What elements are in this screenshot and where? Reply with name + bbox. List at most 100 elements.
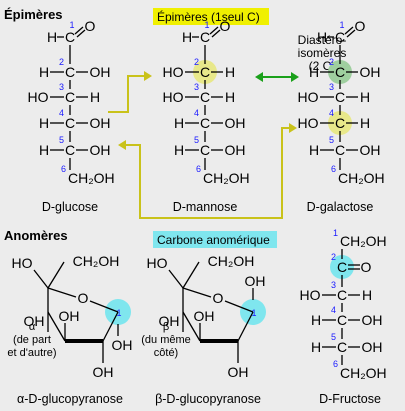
highlight-c4 xyxy=(328,111,352,135)
num-c1: 1 xyxy=(339,20,344,30)
bond-c3-c4 xyxy=(47,311,66,342)
bond-c5-o xyxy=(182,287,212,298)
num-c1: 1 xyxy=(204,20,209,30)
atom-h-c2: H xyxy=(39,64,49,80)
header-anomeres: Anomères xyxy=(4,228,68,243)
atom-ring-o: O xyxy=(78,290,89,306)
header-diastereo-2: isomères xyxy=(298,46,347,60)
note-alpha-1: α xyxy=(29,321,36,333)
num-c1: 1 xyxy=(333,228,338,238)
bond-c1-c2 xyxy=(237,311,254,342)
num-c4: 4 xyxy=(331,305,336,315)
relation-arrows xyxy=(108,71,299,219)
num-c3: 3 xyxy=(329,82,334,92)
highlight-c2 xyxy=(193,60,217,84)
atom-c4: C xyxy=(337,312,347,328)
atom-oh-c4: OH xyxy=(90,115,111,131)
atom-c4: C xyxy=(335,115,345,131)
atom-ch2oh: CH₂OH xyxy=(208,253,255,269)
atom-ring-o: O xyxy=(213,290,224,306)
header-diastereo-1: Diastéro- xyxy=(298,33,347,47)
atom-oh-c5: OH xyxy=(362,339,383,355)
atom-c2: C xyxy=(65,64,75,80)
header-epimeres-1c: Épimères (1seul C) xyxy=(157,9,260,24)
arrow-glucose-galactose xyxy=(126,127,290,219)
atom-ch2oh-c1: CH₂OH xyxy=(340,233,387,249)
atom-h-c3: H xyxy=(360,89,370,105)
arrowhead-mannose xyxy=(144,71,152,81)
label-d-fructose: D-Fructose xyxy=(319,392,381,406)
arrowhead-diastereo-right xyxy=(291,72,299,82)
atom-h-c2: H xyxy=(225,64,235,80)
label-d-galactose: D-galactose xyxy=(307,200,374,214)
note-beta-2: (du même xyxy=(141,334,191,346)
atom-h-c5: H xyxy=(39,142,49,158)
atom-ho-c5: HO xyxy=(147,255,168,271)
bond-o-c1 xyxy=(224,300,254,313)
num-c4: 4 xyxy=(329,108,334,118)
bond-c1-c2 xyxy=(102,311,119,342)
num-c5: 5 xyxy=(194,135,199,145)
atom-h-c5: H xyxy=(309,142,319,158)
atom-c2: C xyxy=(335,64,345,80)
label-d-mannose: D-mannose xyxy=(173,200,238,214)
note-alpha-2: (de part xyxy=(13,334,51,346)
atom-ch2oh: CH₂OH xyxy=(73,253,120,269)
atom-c2: C xyxy=(337,259,347,275)
atom-c1: C xyxy=(65,29,75,45)
note-alpha-3: et d'autre) xyxy=(7,347,56,359)
bond-c1-o-b xyxy=(211,29,221,38)
atom-o1: O xyxy=(220,18,231,34)
highlight-c2 xyxy=(328,60,352,84)
atom-oh-c5: OH xyxy=(225,142,246,158)
atom-c5: C xyxy=(200,142,210,158)
num-c2: 2 xyxy=(194,57,199,67)
atom-ch2oh-c6: CH₂OH xyxy=(340,365,387,381)
num-c4: 4 xyxy=(59,108,64,118)
atom-ho-c3: HO xyxy=(163,89,184,105)
atom-o1: O xyxy=(85,18,96,34)
epimer-label-bg xyxy=(153,8,269,25)
num-c5: 5 xyxy=(59,135,64,145)
label-beta-glucopyranose: β-D-glucopyranose xyxy=(155,392,261,406)
num-c2: 2 xyxy=(329,57,334,67)
atom-oh-c3: OH xyxy=(194,308,215,324)
atom-oh-c4: OH xyxy=(159,313,180,329)
num-c1: 1 xyxy=(116,308,121,318)
num-c6: 6 xyxy=(333,359,338,369)
bond-c5-c6 xyxy=(47,261,65,289)
anomeric-label-bg xyxy=(153,231,277,248)
atom-ho-c4: HO xyxy=(298,115,319,131)
arrowhead-glucose xyxy=(118,140,126,150)
bond-c1-o-a xyxy=(344,26,354,35)
num-c5: 5 xyxy=(331,332,336,342)
num-c6: 6 xyxy=(61,164,66,174)
atom-oh-c2: OH xyxy=(360,64,381,80)
atom-c1: C xyxy=(335,29,345,45)
num-c1: 1 xyxy=(251,308,256,318)
arrow-glucose-mannose xyxy=(108,75,145,113)
atom-o-c2: O xyxy=(361,259,372,275)
atom-c4: C xyxy=(65,115,75,131)
atom-c1: C xyxy=(200,29,210,45)
atom-c3: C xyxy=(335,89,345,105)
bond-c1-o-b xyxy=(76,29,86,38)
atom-c5: C xyxy=(65,142,75,158)
atom-c4: C xyxy=(200,115,210,131)
atom-oh-c5: OH xyxy=(90,142,111,158)
note-beta-1: β xyxy=(163,321,169,333)
atom-ho-c3: HO xyxy=(298,89,319,105)
bond-c3-c4 xyxy=(182,311,201,342)
atom-c5: C xyxy=(337,339,347,355)
atom-h1: H xyxy=(47,29,57,45)
atom-ho-c3: HO xyxy=(28,89,49,105)
num-c1: 1 xyxy=(69,20,74,30)
atom-h1: H xyxy=(182,29,192,45)
atom-ho-c5: HO xyxy=(12,255,33,271)
num-c2: 2 xyxy=(331,252,336,262)
atom-oh-c3: OH xyxy=(59,308,80,324)
